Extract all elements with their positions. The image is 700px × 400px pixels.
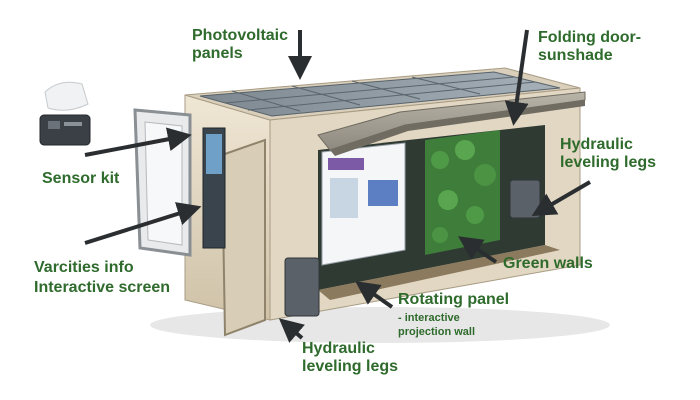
ground-shadow <box>150 307 610 343</box>
green-walls-plants <box>425 130 500 255</box>
label-rotating-panel: Rotating panel <box>398 291 510 308</box>
arrow-sensor-kit <box>84 127 192 157</box>
label-hydraulic-leveling-legs-bottom: Hydraulic leveling legs <box>302 340 399 375</box>
arrow-hydraulic-bottom <box>278 318 305 343</box>
label-interactive-screen: Interactive screen <box>34 279 171 296</box>
photovoltaic-panels <box>199 71 561 117</box>
arrow-folding-door <box>504 29 529 126</box>
label-interactive-projection-wall: - interactive projection wall <box>398 312 476 338</box>
label-folding-door-sunshade: Folding door- sunshade <box>538 29 642 64</box>
arrow-hydraulic-right <box>531 180 592 217</box>
hydraulic-leg-front <box>284 257 320 317</box>
label-varcities-info: Varcities info <box>34 259 134 276</box>
screen-text-block <box>328 158 364 170</box>
screen-map-graphic <box>368 180 398 206</box>
label-photovoltaic-panels: Photovoltaic panels <box>192 27 289 62</box>
screen-chart-block <box>330 178 358 218</box>
label-sensor-kit: Sensor kit <box>42 170 120 187</box>
info-screen-door <box>220 138 266 337</box>
hydraulic-leg-rear <box>509 179 541 219</box>
arrow-varcities-screen <box>84 202 202 245</box>
projection-screen <box>321 142 406 266</box>
sensor-kit-device <box>39 81 91 146</box>
label-hydraulic-leveling-legs-right: Hydraulic leveling legs <box>560 136 657 171</box>
arrow-green-walls <box>458 236 498 264</box>
arrow-rotating-panel <box>355 281 394 309</box>
label-green-walls: Green walls <box>503 255 593 272</box>
